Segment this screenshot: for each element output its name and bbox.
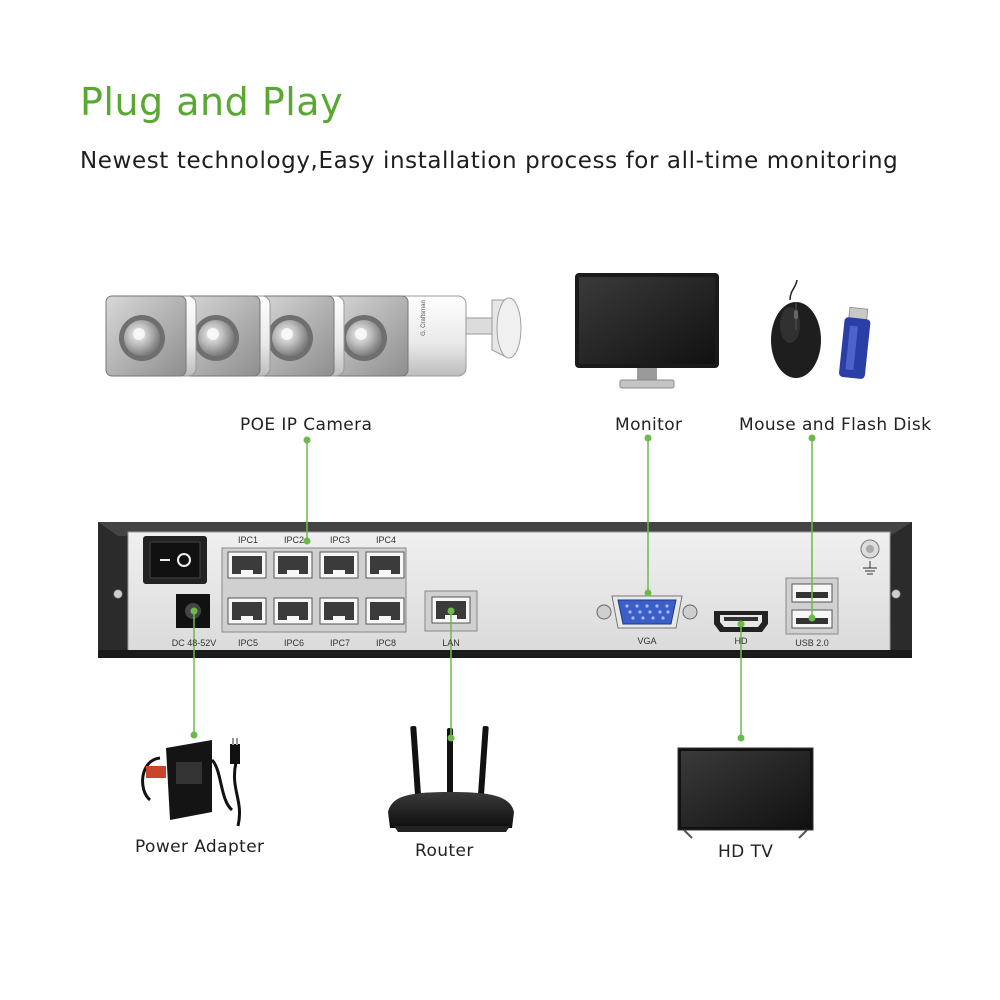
port-label-ipc3: IPC3 <box>329 535 350 545</box>
rj45-port-icon[interactable] <box>365 551 405 579</box>
port-label-ipc5: IPC5 <box>237 638 258 648</box>
hd-tv-image <box>677 747 814 839</box>
rj45-port-icon[interactable] <box>227 551 267 579</box>
rj45-port-icon[interactable] <box>319 551 359 579</box>
rj45-port-icon[interactable] <box>227 597 267 625</box>
port-label-ipc6: IPC6 <box>283 638 304 648</box>
power-switch-icon[interactable] <box>143 536 207 584</box>
port-label-ipc4: IPC4 <box>375 535 396 545</box>
label-monitor: Monitor <box>615 415 683 435</box>
port-label-lan: LAN <box>442 638 460 648</box>
camera-mount <box>454 297 522 359</box>
rj45-port-icon[interactable] <box>273 551 313 579</box>
poe-ip-camera-group: G. Craftsman <box>105 295 522 377</box>
nvr-back-panel <box>98 522 912 658</box>
mouse-image <box>771 279 821 378</box>
rj45-port-icon[interactable] <box>273 597 313 625</box>
port-label-ipc7: IPC7 <box>329 638 350 648</box>
label-power-adapter: Power Adapter <box>135 837 265 857</box>
power-adapter-image <box>141 738 241 827</box>
port-label-hd: HD <box>734 636 748 646</box>
port-label-dc: DC 48-52V <box>171 638 217 648</box>
port-label-usb: USB 2.0 <box>795 638 829 648</box>
monitor-image <box>575 273 719 389</box>
connector-lines <box>190 434 816 742</box>
port-label-vga: VGA <box>637 636 657 646</box>
camera-brand-text: G. Craftsman <box>421 300 427 336</box>
port-label-ipc8: IPC8 <box>375 638 396 648</box>
label-mouse-flash-disk: Mouse and Flash Disk <box>739 415 932 435</box>
rj45-port-icon[interactable] <box>319 597 359 625</box>
router-image <box>388 726 514 832</box>
page-subtitle: Newest technology,Easy installation proc… <box>80 148 899 174</box>
camera-1 <box>105 295 197 377</box>
ground-icon[interactable] <box>860 539 880 575</box>
camera-4: G. Craftsman <box>327 295 467 377</box>
port-label-ipc1: IPC1 <box>237 535 258 545</box>
page-title: Plug and Play <box>80 80 344 124</box>
rj45-port-icon[interactable] <box>365 597 405 625</box>
port-label-ipc2: IPC2 <box>283 535 304 545</box>
label-poe-ip-camera: POE IP Camera <box>240 415 373 435</box>
flash-disk-image <box>839 306 871 379</box>
ipc-port-block <box>221 547 407 633</box>
label-router: Router <box>415 841 474 861</box>
label-hd-tv: HD TV <box>718 842 774 862</box>
vga-port-icon[interactable] <box>596 595 698 629</box>
